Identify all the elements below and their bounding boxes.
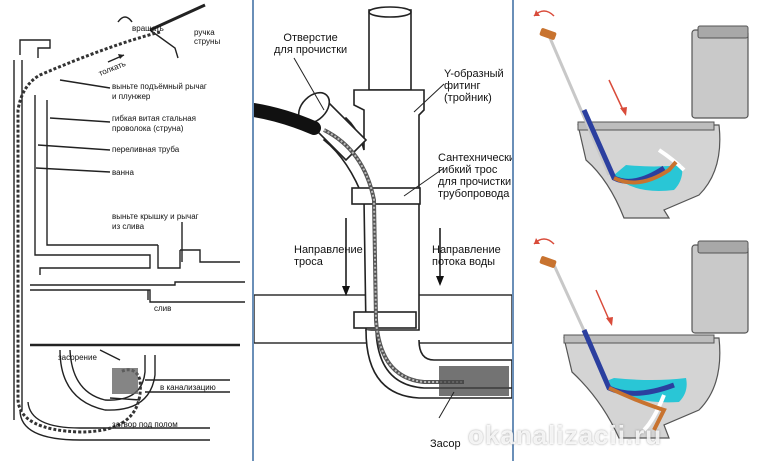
- steel-cable: [16, 30, 161, 434]
- label-y-fitting: Y-образный фитинг (тройник): [444, 68, 504, 104]
- label-sewer: в канализацию: [160, 383, 216, 392]
- label-trap: затвор под полом: [112, 420, 178, 429]
- label-cable-direction: Направление троса: [294, 244, 363, 268]
- toilet-top: [533, 10, 749, 219]
- toilet-cleaning-diagram: [514, 0, 768, 461]
- label-remove-lever: выньте подъёмный рычаг: [112, 82, 207, 91]
- toilet-drawing: [533, 10, 749, 439]
- toilet-bottom: [533, 238, 749, 439]
- label-clog: Засор: [430, 438, 461, 450]
- watermark: okanalizacii.ru: [468, 420, 663, 450]
- label-cleanout-opening: Отверстие для прочистки: [274, 32, 348, 56]
- label-lid-2: из слива: [112, 222, 145, 231]
- bathtub-drain-diagram: ручка струны вращать толкать выньте подъ…: [0, 0, 254, 461]
- label-cable-2: проволока (струна): [112, 124, 184, 133]
- label-bath: ванна: [112, 168, 134, 177]
- label-lid-1: выньте крышку и рычаг: [112, 212, 199, 221]
- label-overflow: переливная труба: [112, 145, 180, 154]
- black-hose: [254, 103, 321, 135]
- bathtub-drawing: [13, 3, 245, 441]
- y-fitting-drawing: [254, 6, 512, 419]
- blockage-mark: [112, 368, 138, 394]
- clog-mark: [439, 366, 509, 396]
- label-rotate: вращать: [132, 24, 164, 33]
- label-flexible-cable: Сантехнически гибкий трос для прочистки …: [438, 152, 514, 200]
- label-blockage: засорение: [58, 353, 97, 362]
- label-drain: слив: [154, 304, 172, 313]
- label-water-direction: Направление потока воды: [432, 244, 501, 268]
- label-handle: ручка струны: [194, 28, 221, 46]
- y-fitting-diagram: Отверстие для прочистки Y-образный фитин…: [254, 0, 514, 461]
- label-plunger: и плунжер: [112, 92, 151, 101]
- label-cable-1: гибкая витая стальная: [112, 114, 197, 123]
